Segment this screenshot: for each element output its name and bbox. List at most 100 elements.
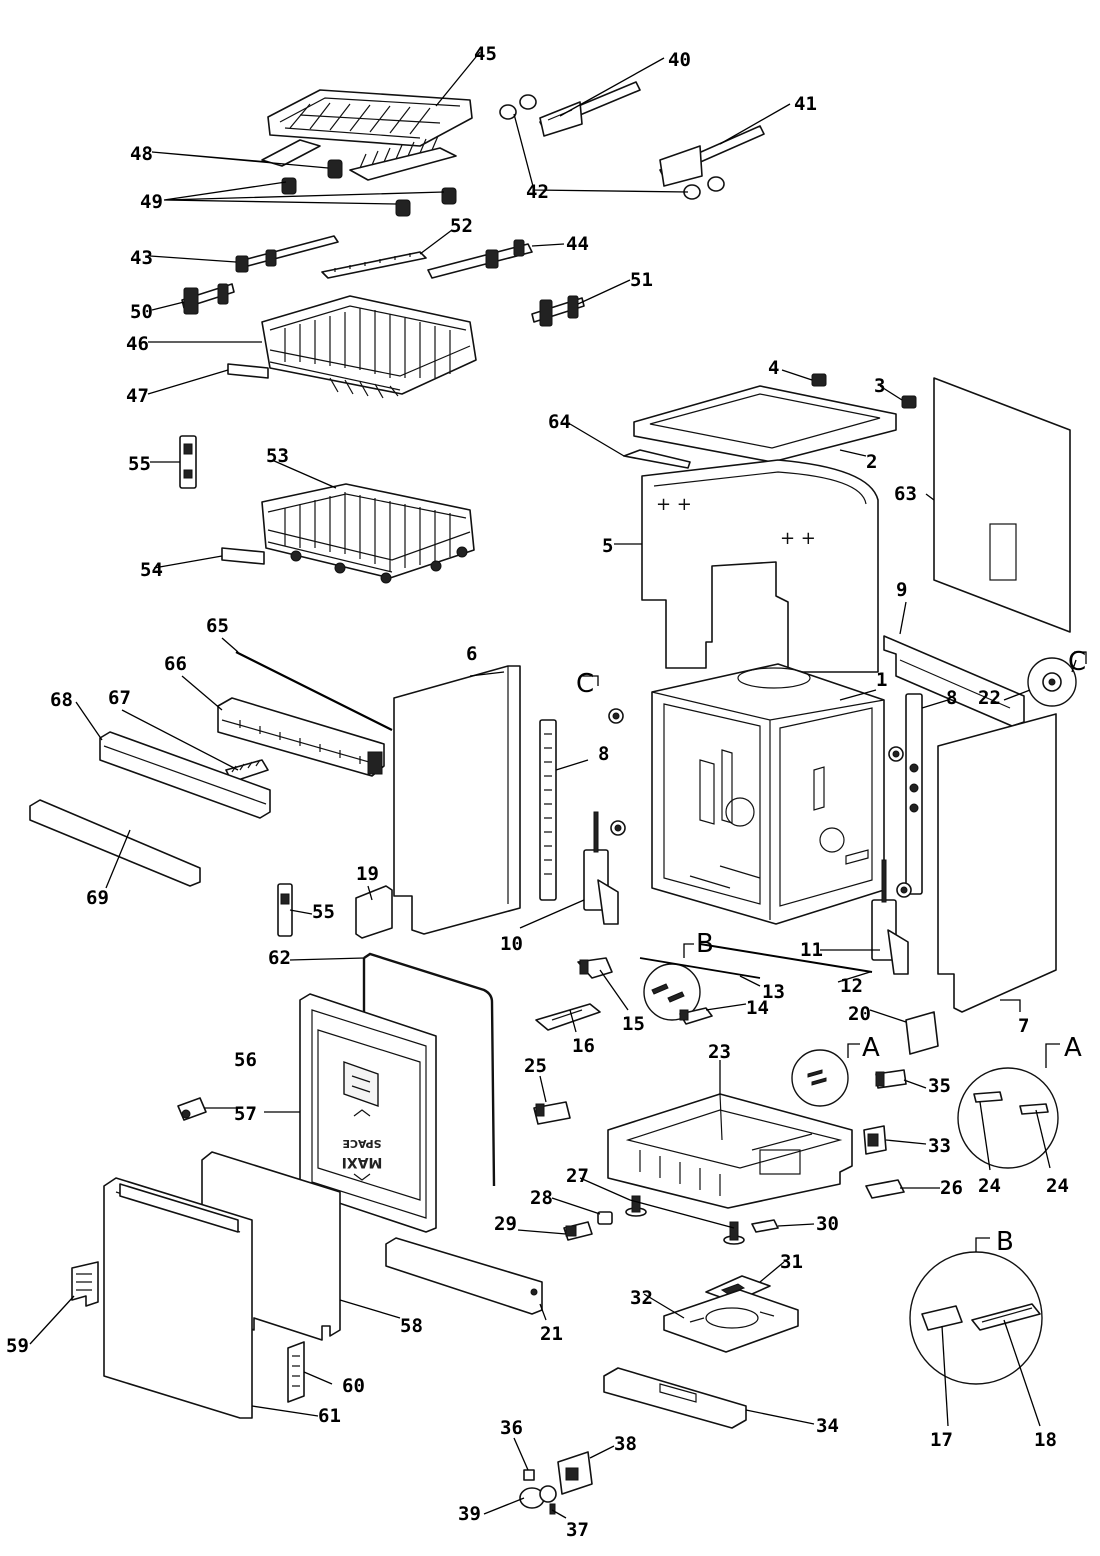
callout-20: 20 <box>848 1003 871 1025</box>
callout-22: 22 <box>978 687 1001 709</box>
side-panel-part-7 <box>937 713 1057 1013</box>
insulation-part-5: + + + + <box>641 459 879 673</box>
detail-b-ref: B <box>696 929 714 959</box>
callout-26: 26 <box>940 1177 963 1199</box>
callout-68: 68 <box>50 689 73 711</box>
callout-14: 14 <box>746 997 769 1019</box>
side-panel-part-6 <box>393 665 521 935</box>
callout-41: 41 <box>794 93 817 115</box>
detail-a-ref: A <box>862 1033 880 1063</box>
callout-40: 40 <box>668 49 691 71</box>
callout-49: 49 <box>140 191 163 213</box>
cover-part-20 <box>905 1011 939 1055</box>
callout-56: 56 <box>234 1049 257 1071</box>
callout-51: 51 <box>630 269 653 291</box>
callout-57: 57 <box>234 1103 257 1125</box>
clip-part-14 <box>679 1007 713 1025</box>
latch-part-55-a <box>179 435 197 489</box>
callout-17: 17 <box>930 1429 953 1451</box>
callout-18: 18 <box>1034 1429 1057 1451</box>
callout-23: 23 <box>708 1041 731 1063</box>
callout-labels: 1 2 3 4 5 6 7 8 8 9 10 11 12 13 14 15 16… <box>6 43 1069 1541</box>
detail-a-circle-large <box>957 1067 1059 1169</box>
callout-62: 62 <box>268 947 291 969</box>
clip-part-25 <box>533 1101 571 1125</box>
control-board-part-66 <box>217 697 385 777</box>
callout-7: 7 <box>1018 1015 1029 1037</box>
side-strip-part-8-left <box>539 719 557 901</box>
door-logo-line2: SPACE <box>342 1137 381 1150</box>
hinge-part-11 <box>871 859 909 975</box>
callout-31: 31 <box>780 1251 803 1273</box>
plate-part-30 <box>751 1219 779 1233</box>
door-panel-part-61 <box>103 1177 253 1419</box>
svg-text:+ +: + + <box>780 528 816 549</box>
callout-24b: 24 <box>1046 1175 1069 1197</box>
callout-10: 10 <box>500 933 523 955</box>
rail-part-43 <box>235 235 339 273</box>
callout-6: 6 <box>466 643 477 665</box>
foot-part-27 <box>625 1195 647 1217</box>
module-part-67 <box>225 759 269 783</box>
callout-60: 60 <box>342 1375 365 1397</box>
rail-part-41 <box>659 125 765 187</box>
bracket-part-9 <box>883 635 1025 727</box>
cap-part-28 <box>597 1211 613 1225</box>
trim-part-69 <box>29 799 201 887</box>
detail-b-detail: B <box>996 1227 1014 1257</box>
motor-part-38 <box>557 1451 593 1495</box>
svg-text:+ +: + + <box>656 494 692 515</box>
vent-part-60 <box>287 1341 305 1403</box>
back-panel-part-63 <box>933 377 1071 633</box>
inner-door-part-57 <box>299 993 437 1233</box>
wheel-set-part-42 <box>499 94 725 200</box>
detail-b-circle-large <box>909 1251 1043 1385</box>
callout-63: 63 <box>894 483 917 505</box>
detail-markers: C C B B A A <box>576 647 1086 1257</box>
kickplate-part-21 <box>385 1237 543 1315</box>
detail-c-ref: C <box>576 669 594 699</box>
callout-33: 33 <box>928 1135 951 1157</box>
upper-basket-part-46 <box>261 295 477 399</box>
callout-29: 29 <box>494 1213 517 1235</box>
callout-24a: 24 <box>978 1175 1001 1197</box>
clip-part-35 <box>875 1069 907 1089</box>
lower-basket-part-53 <box>261 483 475 584</box>
callout-55a: 55 <box>128 453 151 475</box>
callout-32: 32 <box>630 1287 653 1309</box>
detail-a-circle-small <box>791 1049 849 1107</box>
callout-55b: 55 <box>312 901 335 923</box>
clip-part-29 <box>563 1221 593 1241</box>
callout-4: 4 <box>768 357 779 379</box>
callout-8a: 8 <box>598 743 609 765</box>
callout-50: 50 <box>130 301 153 323</box>
adjuster-part-51 <box>531 295 585 327</box>
clip-part-4 <box>811 373 827 387</box>
callout-42: 42 <box>526 181 549 203</box>
callout-27: 27 <box>566 1165 589 1187</box>
handle-part-56 <box>177 1097 207 1121</box>
detail-c-detail: C <box>1068 647 1086 677</box>
callout-52: 52 <box>450 215 473 237</box>
side-strip-part-8-right <box>905 693 923 895</box>
foot-part-27b <box>723 1221 745 1245</box>
callout-36: 36 <box>500 1417 523 1439</box>
sump-part-32 <box>663 1289 799 1353</box>
callout-30: 30 <box>816 1213 839 1235</box>
label-part-54 <box>221 547 265 565</box>
wire-part-65 <box>235 651 393 731</box>
valve-part-39 <box>519 1485 557 1509</box>
panel-part-68 <box>99 731 271 819</box>
rail-part-40 <box>539 81 641 137</box>
tine-row-part-48 <box>261 135 457 181</box>
cutlery-tray-part-45 <box>267 89 473 147</box>
callout-28: 28 <box>530 1187 553 1209</box>
callout-67: 67 <box>108 687 131 709</box>
latch-part-55-b <box>277 883 293 937</box>
callout-38: 38 <box>614 1433 637 1455</box>
callout-8b: 8 <box>946 687 957 709</box>
clip-part-3 <box>901 395 917 409</box>
rod-part-13 <box>639 957 761 979</box>
callout-16: 16 <box>572 1035 595 1057</box>
label-part-47 <box>227 363 269 379</box>
